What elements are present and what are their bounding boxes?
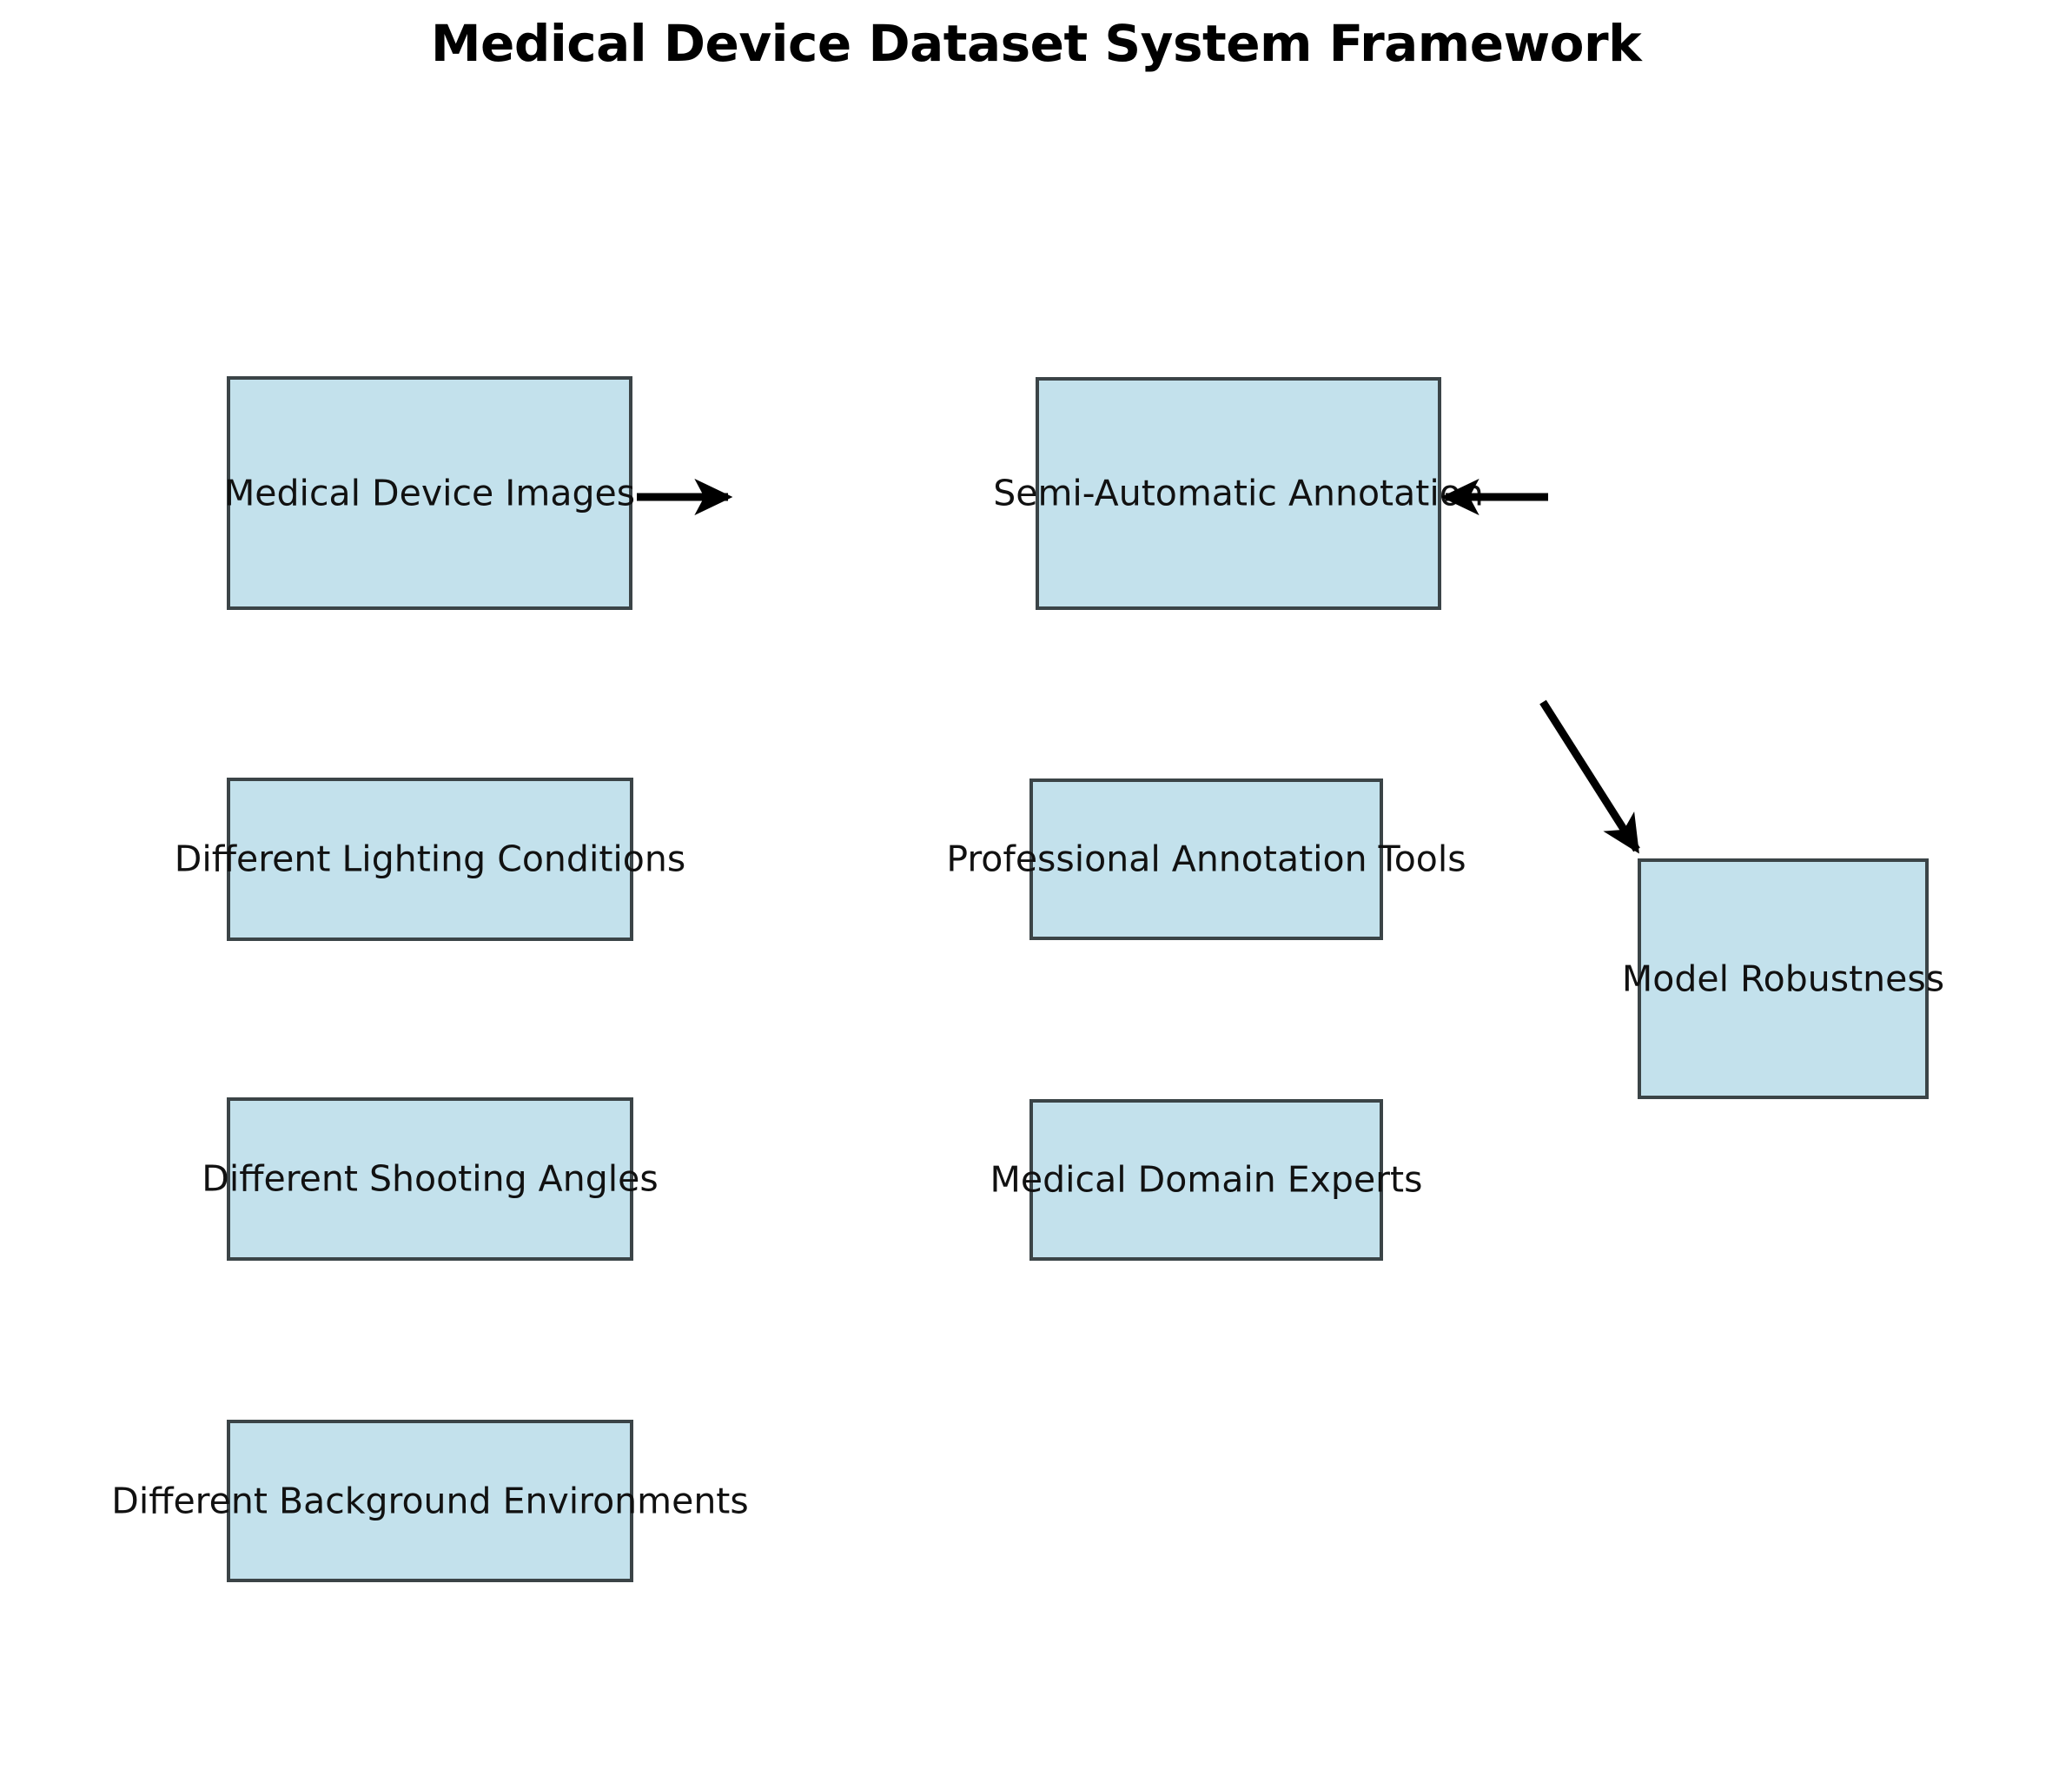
edge-annotation-to-robustness	[1539, 699, 1640, 854]
node-different-lighting-conditions[interactable]: Different Lighting Conditions	[175, 778, 685, 941]
node-label: Semi-Automatic Annotation	[993, 472, 1484, 514]
node-label: Model Robustness	[1621, 957, 1945, 999]
node-label: Different Shooting Angles	[202, 1157, 659, 1200]
node-label: Professional Annotation Tools	[946, 838, 1466, 880]
node-label: Different Lighting Conditions	[174, 838, 686, 880]
node-model-robustness[interactable]: Model Robustness	[1622, 858, 1944, 1099]
node-professional-annotation-tools[interactable]: Professional Annotation Tools	[946, 778, 1466, 940]
page-title: Medical Device Dataset System Framework	[430, 14, 1642, 73]
node-label: Medical Device Images	[223, 472, 636, 513]
node-different-background-environments[interactable]: Different Background Environments	[111, 1420, 749, 1582]
node-different-shooting-angles[interactable]: Different Shooting Angles	[202, 1097, 659, 1261]
node-medical-device-images[interactable]: Medical Device Images	[223, 376, 636, 610]
node-label: Medical Domain Experts	[990, 1158, 1423, 1201]
node-medical-domain-experts[interactable]: Medical Domain Experts	[990, 1099, 1422, 1261]
node-semi-automatic-annotation[interactable]: Semi-Automatic Annotation	[993, 377, 1484, 610]
node-label: Different Background Environments	[111, 1480, 749, 1521]
